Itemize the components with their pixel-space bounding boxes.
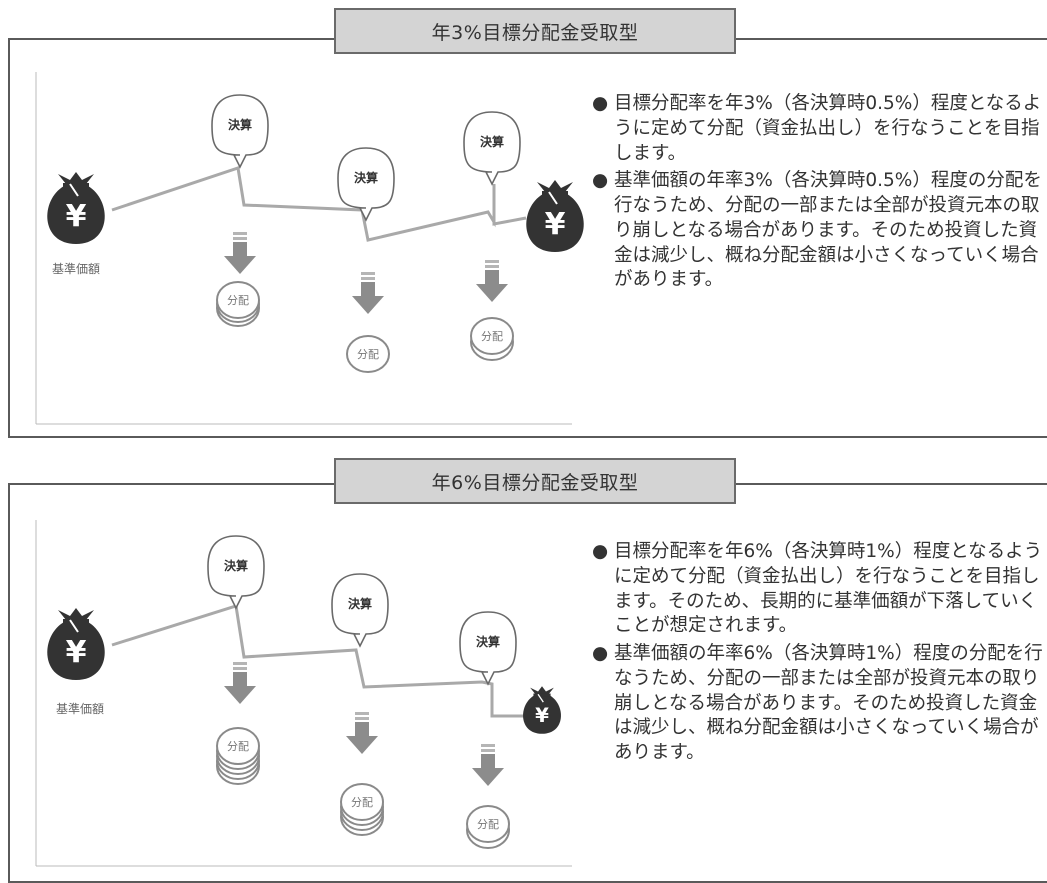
description-6pct: ● 目標分配率を年6%（各決算時1%）程度となるように定めて分配（資金払出し）を…: [592, 540, 1044, 769]
distribution-label: 分配: [227, 740, 249, 753]
down-arrow-icon: [476, 260, 508, 302]
distribution-label: 分配: [351, 796, 373, 809]
bullet-item: ● 目標分配率を年3%（各決算時0.5%）程度となるように定めて分配（資金払出し…: [592, 92, 1044, 166]
bullet-icon: ●: [592, 93, 609, 114]
money-bag-icon: ¥: [525, 179, 585, 253]
yen-symbol: ¥: [535, 704, 549, 727]
speech-bubble-icon: 決算: [337, 147, 395, 221]
money-bag-icon: ¥: [46, 607, 106, 681]
distribution-label: 分配: [481, 330, 503, 343]
speech-bubble-icon: 決算: [331, 573, 389, 647]
bullet-icon: ●: [592, 643, 609, 665]
yen-symbol: ¥: [66, 635, 87, 670]
yen-symbol: ¥: [66, 199, 87, 234]
settlement-label: 決算: [354, 170, 378, 185]
distribution-label: 分配: [357, 348, 379, 361]
coin-stack-icon: 分配: [470, 317, 514, 361]
money-bag-icon: ¥: [46, 171, 106, 245]
distribution-label: 分配: [477, 818, 499, 831]
distribution-label: 分配: [227, 294, 249, 307]
coin-stack-icon: 分配: [346, 335, 390, 373]
description-3pct: ● 目標分配率を年3%（各決算時0.5%）程度となるように定めて分配（資金払出し…: [592, 92, 1044, 296]
bullet-icon: ●: [592, 541, 609, 562]
nav-label: 基準価額: [52, 261, 100, 276]
bullet-text: 基準価額の年率3%（各決算時0.5%）程度の分配を行なうため、分配の一部または全…: [614, 170, 1042, 291]
speech-bubble-icon: 決算: [459, 611, 517, 685]
bullet-text: 基準価額の年率6%（各決算時1%）程度の分配を行なうため、分配の一部または全部が…: [614, 643, 1043, 764]
coin-stack-icon: 分配: [216, 281, 260, 327]
speech-bubble-icon: 決算: [463, 111, 521, 185]
bullet-text: 目標分配率を年6%（各決算時1%）程度となるように定めて分配（資金払出し）を行な…: [614, 541, 1043, 637]
nav-label: 基準価額: [56, 701, 104, 716]
bullet-item: ● 基準価額の年率6%（各決算時1%）程度の分配を行なうため、分配の一部または全…: [592, 642, 1044, 766]
bullet-item: ● 目標分配率を年6%（各決算時1%）程度となるように定めて分配（資金払出し）を…: [592, 540, 1044, 639]
speech-bubble-icon: 決算: [207, 535, 265, 609]
speech-bubble-icon: 決算: [211, 94, 269, 168]
nav-line-6: [111, 604, 524, 718]
down-arrow-icon: [224, 232, 256, 274]
bullet-item: ● 基準価額の年率3%（各決算時0.5%）程度の分配を行なうため、分配の一部また…: [592, 169, 1044, 293]
down-arrow-icon: [224, 662, 256, 704]
settlement-label: 決算: [480, 134, 504, 149]
settlement-label: 決算: [228, 117, 252, 132]
coin-stack-icon: 分配: [466, 805, 510, 849]
down-arrow-icon: [346, 712, 378, 754]
bullet-text: 目標分配率を年3%（各決算時0.5%）程度となるように定めて分配（資金払出し）を…: [614, 93, 1042, 164]
coin-stack-icon: 分配: [216, 727, 260, 785]
settlement-label: 決算: [476, 634, 500, 649]
yen-symbol: ¥: [545, 207, 566, 242]
coin-stack-icon: 分配: [340, 783, 384, 836]
down-arrow-icon: [472, 744, 504, 786]
bullet-icon: ●: [592, 170, 609, 192]
money-bag-icon: ¥: [522, 685, 562, 735]
settlement-label: 決算: [224, 558, 248, 573]
nav-line-3: [111, 166, 527, 242]
down-arrow-icon: [352, 272, 384, 314]
settlement-label: 決算: [348, 596, 372, 611]
section-title-3pct: 年3%目標分配金受取型: [334, 8, 736, 54]
section-title-6pct: 年6%目標分配金受取型: [334, 458, 736, 504]
